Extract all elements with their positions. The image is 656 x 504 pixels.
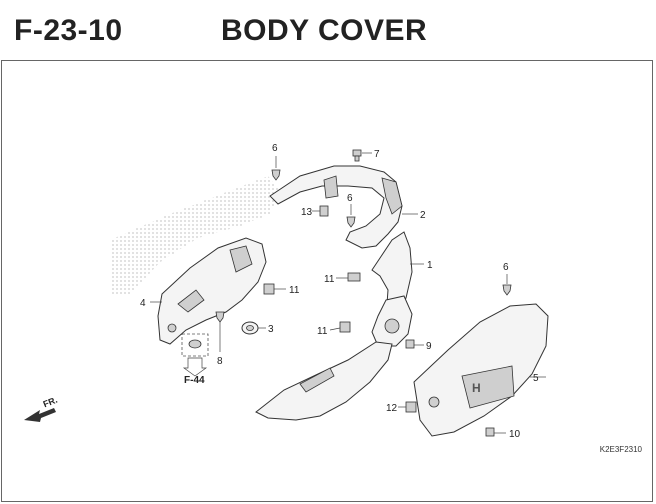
fastener-7 [352,149,362,162]
callout-6-right: 6 [503,262,509,273]
part-5-right-side-cover[interactable]: H [413,303,549,437]
fastener-6-top [271,169,281,181]
leader-lines [150,152,546,434]
fastener-6-right [502,284,512,296]
diagram-title: BODY COVER [221,14,428,47]
diagram-frame [1,60,653,502]
clip-12 [405,401,417,413]
reference-f44-label: F-44 [184,375,205,386]
clip-11-upper [347,272,361,282]
callout-7: 7 [374,149,380,160]
fastener-6-middle [346,216,356,228]
part-lower-floor-cover[interactable] [255,341,393,421]
callout-1: 1 [427,260,433,271]
document-code: K2E3F2310 [599,445,642,454]
callout-11-left: 11 [289,285,300,296]
bolt-10 [485,427,495,437]
background-silhouette [110,176,280,296]
callout-9: 9 [426,341,432,352]
part-1-center-cover[interactable] [371,231,413,347]
clip-11-lower [339,321,351,333]
callout-6-top: 6 [272,143,278,154]
clip-11-left [263,283,275,295]
callout-8: 8 [217,356,223,367]
callout-11-lower: 11 [317,326,328,337]
callout-4: 4 [140,298,146,309]
callout-11-upper: 11 [324,274,335,285]
part-2-frame-cover[interactable] [269,165,403,249]
callout-3: 3 [268,324,274,335]
callout-6-middle: 6 [347,193,353,204]
callout-10: 10 [509,429,521,440]
front-direction-arrow [24,408,56,422]
callout-2: 2 [420,210,426,221]
clip-13 [319,205,329,217]
part-4-left-side-cover[interactable] [157,237,267,345]
callout-13: 13 [301,207,313,218]
callout-12: 12 [386,403,398,414]
bolt-9 [405,339,415,349]
diagram-code: F-23-10 [14,14,123,47]
callout-5: 5 [533,373,539,384]
cover-emblem: H [472,381,481,395]
ref-f44-indicator [181,333,209,377]
part-3-grommet[interactable] [241,321,259,335]
bolt-8 [215,311,225,323]
